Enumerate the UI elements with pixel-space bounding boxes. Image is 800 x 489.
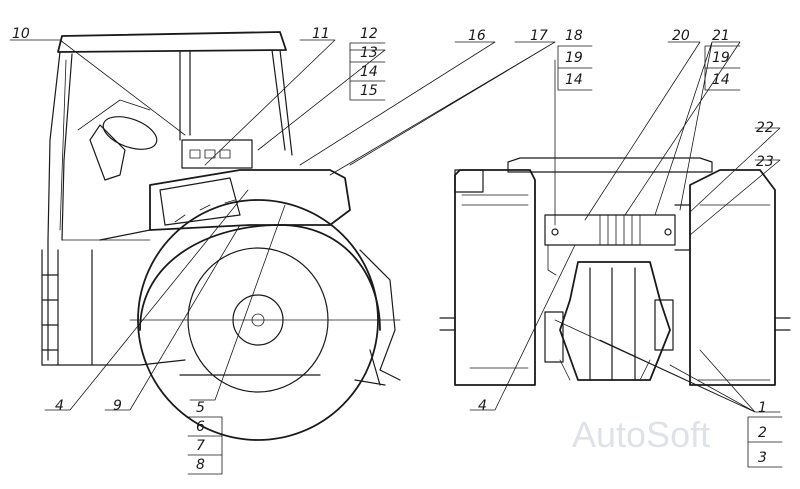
- lower-frame: [41, 229, 186, 366]
- leader-4-left: [44, 189, 249, 411]
- callout-13: 13: [360, 45, 378, 61]
- callout-18: 18: [565, 28, 583, 44]
- callout-10: 10: [12, 26, 30, 42]
- leader-11: [204, 39, 336, 166]
- hydraulic-coils: [599, 214, 641, 246]
- callout-22: 22: [756, 120, 774, 136]
- callout-15: 15: [360, 83, 378, 99]
- tread-top: [174, 199, 236, 223]
- callout-14-left: 14: [360, 64, 378, 80]
- transmission-housing: [559, 261, 671, 381]
- callout-1: 1: [758, 400, 767, 416]
- tractor-rear-view: [439, 157, 791, 386]
- leader-lines: [9, 39, 781, 413]
- callout-11: 11: [312, 26, 330, 42]
- callout-12: 12: [360, 26, 378, 42]
- leader-17: [329, 41, 556, 176]
- callout-9: 9: [113, 398, 122, 414]
- callout-stack-18-14-box: [557, 45, 593, 91]
- callout-4-right: 4: [478, 398, 487, 414]
- dashboard-panel: [181, 139, 253, 169]
- callout-6: 6: [196, 419, 205, 435]
- tractor-side-view: [41, 31, 401, 441]
- callout-8: 8: [196, 457, 205, 473]
- leader-22: [689, 127, 781, 213]
- rear-fender: [139, 224, 381, 331]
- leader-10: [9, 39, 186, 136]
- cab-frame: [47, 49, 293, 361]
- cab-roof: [57, 31, 287, 53]
- leader-16: [299, 41, 496, 166]
- callout-16: 16: [468, 28, 486, 44]
- seat: [89, 124, 126, 181]
- callout-19-right: 19: [712, 50, 730, 66]
- dashboard-indicator-mid: [204, 149, 216, 159]
- hood-panel: [159, 177, 241, 226]
- rear-hitch: [354, 249, 401, 386]
- dashboard-indicator-right: [219, 149, 231, 159]
- bolt-right: [664, 228, 672, 236]
- right-tire-tread: [697, 204, 771, 381]
- left-hose: [547, 244, 557, 276]
- callout-2: 2: [758, 425, 767, 441]
- rear-axle: [439, 317, 791, 331]
- callout-5: 5: [196, 400, 205, 416]
- callout-labels: 10 11 12 13 14 15 16 17 4 9 5 6 7 8 18 1…: [12, 26, 783, 475]
- leader-4-right: [469, 244, 576, 411]
- right-hub-plate: [654, 299, 674, 351]
- callout-14-mid: 14: [565, 72, 583, 88]
- callout-21: 21: [712, 28, 730, 44]
- hydraulic-bar: [544, 214, 676, 246]
- callout-19-left: 19: [565, 50, 583, 66]
- watermark: AutoSoft: [572, 414, 710, 455]
- callout-4-left: 4: [55, 398, 64, 414]
- leader-12: [257, 49, 386, 151]
- left-hub-plate: [544, 311, 564, 363]
- callout-23: 23: [756, 154, 774, 170]
- hood: [149, 169, 351, 231]
- cab-door: [59, 59, 151, 241]
- dashboard-indicator-left: [189, 149, 201, 159]
- rear-cab-top: [507, 157, 713, 173]
- callout-7: 7: [196, 438, 205, 454]
- callout-stack-21-14-box: [704, 45, 741, 91]
- right-rear-tire: [689, 169, 776, 386]
- leader-5: [189, 204, 286, 401]
- right-bracket: [674, 204, 691, 251]
- callout-17: 17: [530, 28, 548, 44]
- callout-stack-1-3-box: [747, 416, 783, 468]
- callout-20: 20: [672, 28, 690, 44]
- housing-ribs: [589, 267, 636, 381]
- steering-wheel: [102, 116, 158, 150]
- leader-23: [689, 159, 781, 236]
- ladder: [41, 249, 59, 366]
- callout-3: 3: [758, 450, 767, 466]
- leader-20: [584, 41, 701, 221]
- bolt-left: [551, 228, 559, 236]
- callout-stack-12-15-box: [349, 42, 386, 101]
- leader-21: [624, 41, 741, 216]
- leader-1: [554, 319, 781, 413]
- callout-14-right: 14: [712, 72, 730, 88]
- callout-stack-5-8-box: [187, 416, 223, 475]
- left-tire-block: [454, 169, 484, 193]
- left-tire-tread: [461, 194, 529, 369]
- leader-9: [104, 224, 241, 411]
